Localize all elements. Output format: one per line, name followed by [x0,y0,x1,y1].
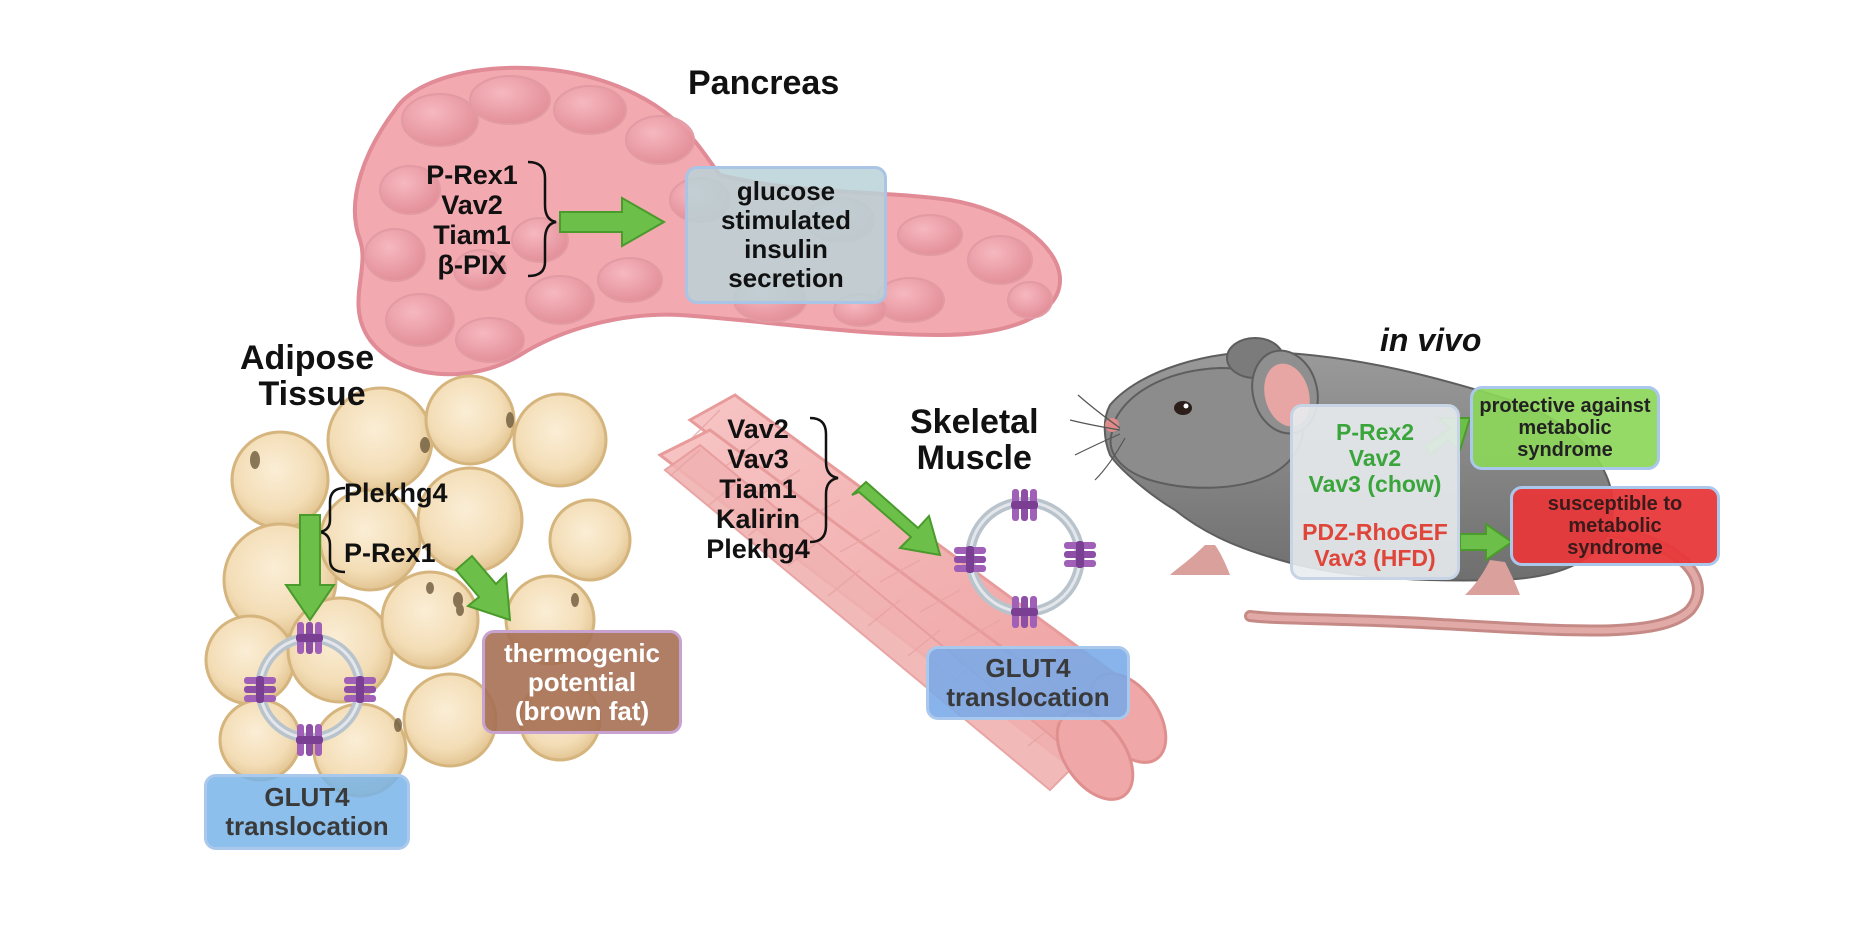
susceptible-outcome-box: susceptible to metabolic syndrome [1510,486,1720,566]
insulin-secretion-box: glucose stimulated insulin secretion [685,166,887,304]
glut4-transporter-icon [1011,489,1038,521]
protective-gene-label: Vav3 (chow) [1308,471,1442,497]
gene-label: Tiam1 [719,474,797,504]
protective-outcome-box: protective against metabolic syndrome [1470,386,1660,470]
bracket-icon [809,416,839,544]
glut4-transporter-icon [296,622,323,654]
outcome-line: potential [527,666,637,697]
green-arrow-icon [1459,522,1514,562]
outcome-line: syndrome [1567,537,1663,559]
outcome-line: translocation [225,811,389,841]
outcome-line: susceptible to [1547,493,1683,515]
bracket-icon [527,160,557,278]
outcome-line: GLUT4 [264,782,350,812]
gene-label: β-PIX [437,250,507,280]
outcome-line: GLUT4 [985,653,1071,683]
outcome-line: syndrome [1517,439,1613,461]
title-line: Tissue [258,375,366,413]
title-line: Skeletal [910,403,1039,441]
invivo-title: in vivo [1380,322,1482,358]
glut4-transporter-icon [244,676,276,703]
glut4-transporter-icon [954,546,986,573]
protective-gene-label: P-Rex2 [1336,419,1414,445]
green-arrow-icon [284,514,336,622]
title-line: Muscle [916,439,1032,477]
outcome-line: translocation [946,682,1110,712]
adipose-glut4-box: GLUT4 translocation [204,774,410,850]
outcome-line: secretion [728,263,844,293]
glut4-transporter-icon [1064,541,1096,568]
green-arrow-icon [851,480,942,557]
invivo-gene-box: P-Rex2 Vav2 Vav3 (chow) PDZ-RhoGEF Vav3 … [1290,404,1460,580]
adipose-gene-prex1: P-Rex1 [344,538,436,568]
susceptible-gene-label: Vav3 (HFD) [1314,545,1436,571]
gene-label: P-Rex1 [426,160,518,190]
outcome-line: metabolic [1568,515,1662,537]
gene-label: Vav2 [441,190,503,220]
outcome-line: stimulated [720,205,852,235]
outcome-line: glucose [736,176,836,206]
muscle-gene-list: Vav2 Vav3 Tiam1 Kalirin Plekhg4 [700,414,816,564]
glut4-transporter-icon [1011,596,1038,628]
outcome-line: (brown fat) [514,695,650,726]
green-arrow-icon [559,196,667,248]
thermogenic-box: thermogenic potential (brown fat) [482,630,682,734]
adipose-gene-plekhg4: Plekhg4 [344,478,448,508]
outcome-line: insulin [744,234,828,264]
outcome-line: thermogenic [503,637,661,668]
gene-label: Kalirin [715,504,801,534]
title-line: Adipose [240,339,375,377]
green-arrow-icon [454,554,512,622]
glut4-transporter-icon [296,724,323,756]
gene-label: Vav2 [727,414,789,444]
gene-label: Plekhg4 [706,534,810,564]
susceptible-gene-label: PDZ-RhoGEF [1302,519,1448,545]
pancreas-gene-list: P-Rex1 Vav2 Tiam1 β-PIX [420,160,524,280]
muscle-glut4-box: GLUT4 translocation [926,646,1130,720]
outcome-line: metabolic [1518,417,1612,439]
protective-gene-label: Vav2 [1348,445,1402,471]
pancreas-title: Pancreas [688,64,840,102]
glut4-transporter-icon [344,676,376,703]
gene-label: Vav3 [727,444,789,474]
muscle-title: Skeletal Muscle [910,404,1039,476]
gene-label: Tiam1 [433,220,511,250]
adipose-title: Adipose Tissue [240,340,374,412]
outcome-line: protective against [1479,395,1651,417]
